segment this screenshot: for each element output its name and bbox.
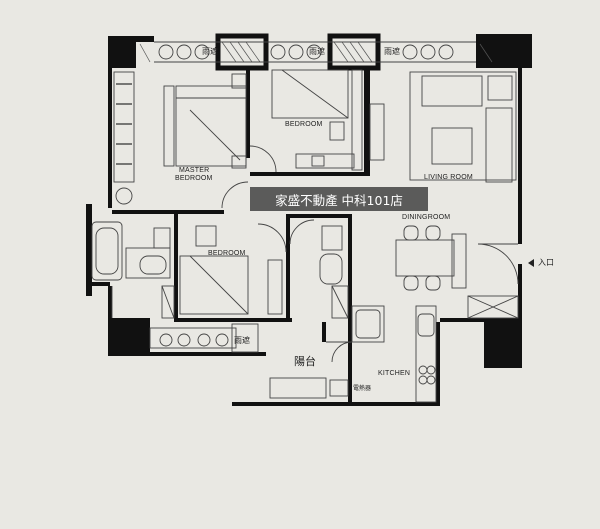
wall-left-lower <box>108 286 112 318</box>
label-entrance: 入口 <box>538 258 554 267</box>
label-master-bedroom-line1: MASTER <box>179 167 210 174</box>
wall-pillar-top-left <box>108 36 136 68</box>
wall-master-bottom <box>112 210 224 214</box>
furniture <box>91 41 534 403</box>
wall-balcony-stub <box>322 322 326 342</box>
label-water-heater: 電熱器 <box>353 385 372 392</box>
wall-pillar-bottom-left <box>108 318 146 356</box>
wall-bottom <box>232 402 438 406</box>
wall-kitchen-left <box>348 322 352 404</box>
wall-bath1-right <box>174 214 178 322</box>
wall-top-frame-2 <box>327 33 381 71</box>
wall-right-lower <box>518 264 522 322</box>
wall-bedroom-right <box>364 68 370 176</box>
wall-bedroom2-bottom <box>174 318 292 322</box>
wall-kitchen-right <box>436 322 440 406</box>
wall-top-1 <box>136 36 154 42</box>
label-bedroom-top: BEDROOM <box>285 121 323 128</box>
label-rain-shelter-3: 雨遮 <box>384 47 400 56</box>
label-balcony: 陽台 <box>294 355 316 368</box>
watermark-banner: 家盛不動產 中科101店 <box>250 187 428 211</box>
wall-bedroom2-right <box>286 214 290 322</box>
wall-bath2-top <box>290 214 352 218</box>
wall-left-upper <box>108 68 112 208</box>
wall-top-frame-1 <box>215 33 269 71</box>
walls <box>86 33 532 406</box>
label-rain-shelter-2: 雨遮 <box>309 47 325 56</box>
wall-master-bedroom-right <box>246 68 250 158</box>
wall-right-upper <box>518 68 522 244</box>
wall-balcony-bottom <box>146 352 266 356</box>
wall-kitchen-top-right <box>440 318 484 322</box>
label-living-room: LIVING ROOM <box>424 174 473 181</box>
wall-bedroom-bottom <box>250 172 370 176</box>
wall-bath2-right <box>348 214 352 322</box>
label-rain-shelter-1: 雨遮 <box>202 47 218 56</box>
label-dining-room: DININGROOM <box>402 214 451 221</box>
wall-pillar-bottom-right <box>484 318 522 368</box>
wall-pillar-top-right <box>476 34 532 68</box>
wall-balcony-left <box>146 318 150 356</box>
planter-circles <box>158 44 454 347</box>
wall-left-bath-bottom <box>86 282 110 286</box>
label-bedroom-bottom: BEDROOM <box>208 250 246 257</box>
wall-left-bath <box>86 204 92 296</box>
label-master-bedroom-line2: BEDROOM <box>175 175 213 182</box>
label-rain-shelter-4: 雨遮 <box>234 336 250 345</box>
label-kitchen: KITCHEN <box>378 370 411 377</box>
